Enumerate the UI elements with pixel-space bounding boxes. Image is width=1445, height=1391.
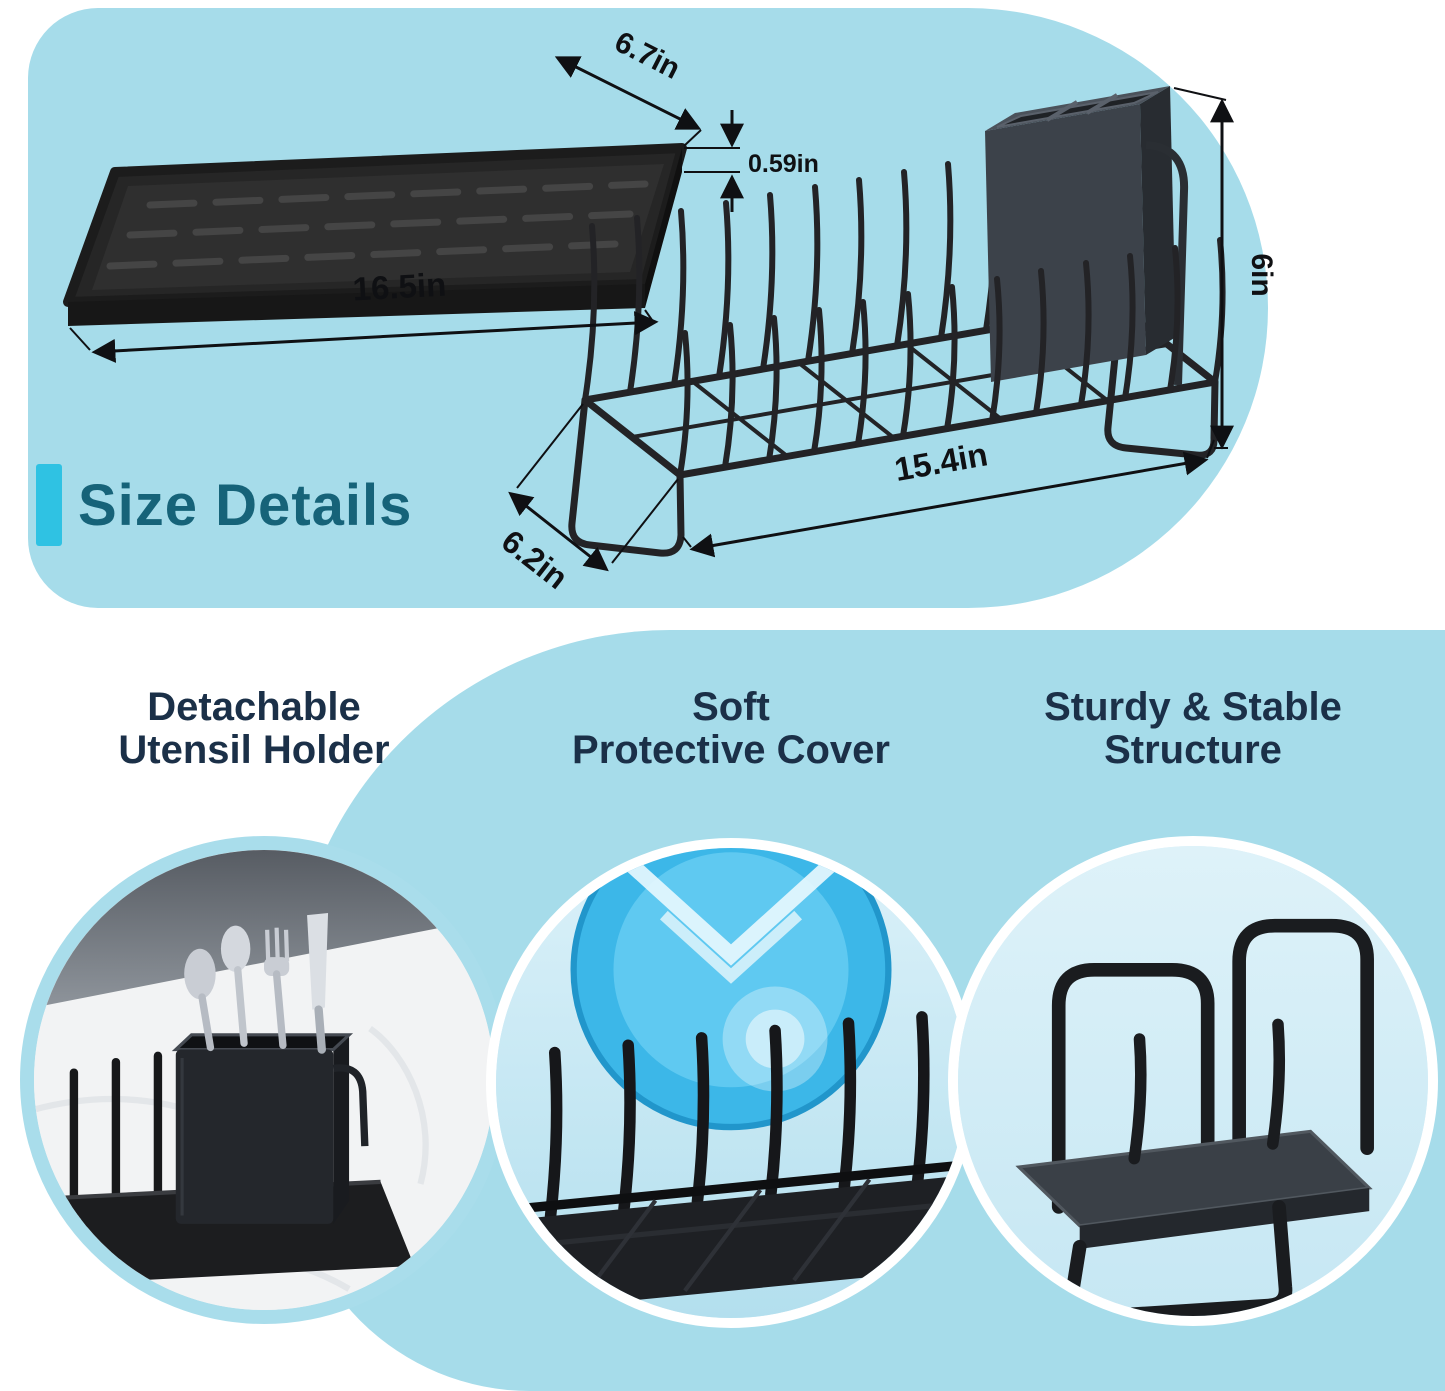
dim-label-tray-depth: 6.7in [609, 25, 685, 85]
feature-title-line: Utensil Holder [118, 728, 390, 773]
size-diagram: 6.7in 0.59in 16.5in 6in [63, 25, 1278, 596]
protective-cover-illustration [496, 848, 966, 1318]
feature-photo-sturdy-structure [948, 836, 1438, 1326]
utensil-holder-hook [1145, 141, 1189, 386]
tray-inner-surface [92, 164, 664, 290]
utensil-cup-hook [332, 1064, 369, 1147]
dim-label-rack-length: 15.4in [892, 435, 991, 488]
drainboard-tray [63, 143, 687, 326]
spoon-handle [234, 966, 248, 1047]
utensil-cup-top [171, 1033, 354, 1052]
fork-handle [272, 970, 287, 1050]
wire-prongs [1128, 1018, 1286, 1165]
wire-hoop-back [1051, 962, 1215, 1214]
plate-chevron [614, 848, 848, 966]
feature-title-soft-protective-cover: Soft Protective Cover [507, 685, 955, 773]
feature-title-line: Structure [1104, 728, 1282, 773]
dim-label-tray-length: 16.5in [352, 266, 447, 308]
wire-structure-illustration [958, 846, 1428, 1316]
fork-icon [265, 927, 290, 962]
rack-prongs-illustration [544, 1011, 930, 1223]
base-platform-front [1079, 1188, 1370, 1249]
background-wall [34, 850, 494, 1008]
spoon-icon [220, 925, 251, 972]
feature-title-sturdy-stable-structure: Sturdy & Stable Structure [958, 685, 1428, 773]
utensil-holder-illustration [34, 850, 494, 1310]
feature-title-line: Sturdy & Stable [1044, 685, 1342, 729]
feature-photo-utensil-holder [20, 836, 508, 1324]
knife-handle [314, 1005, 326, 1054]
fork-neck [264, 957, 290, 977]
dim-tray-depth: 6.7in [554, 25, 702, 147]
wire-hoop-front [1232, 918, 1374, 1174]
dim-tray-length: 16.5in [69, 266, 659, 363]
plate-chevron [659, 910, 803, 984]
dim-rack-height: 6in [1173, 87, 1278, 450]
accent-bar [36, 464, 62, 546]
knife-icon [307, 913, 329, 1010]
size-details-heading: Size Details [36, 464, 412, 546]
spoon-icon [184, 948, 216, 1000]
spoon-handle [198, 993, 215, 1052]
utensil-cup-front [175, 1049, 334, 1224]
dim-label-rack-height: 6in [1245, 253, 1278, 296]
feature-title-line: Detachable [147, 685, 361, 729]
feature-title-line: Soft [692, 685, 770, 729]
base-platform [1015, 1129, 1373, 1249]
feature-title-line: Protective Cover [572, 728, 890, 773]
rack-base-rail [496, 1160, 966, 1216]
dim-tray-thickness: 0.59in [684, 110, 819, 212]
feature-title-detachable-utensil-holder: Detachable Utensil Holder [34, 685, 474, 773]
base-platform-top [1015, 1129, 1373, 1228]
plate-illustration [570, 848, 892, 1131]
utensil-holder [985, 86, 1189, 386]
rack-front-prongs [677, 237, 1226, 478]
photo-background [958, 846, 1428, 1316]
tray-right-face [645, 148, 682, 308]
utensil-cup [171, 1033, 369, 1224]
dish-rack [568, 86, 1226, 557]
feature-photo-protective-cover [486, 838, 976, 1328]
utensil-holder-side [1140, 86, 1176, 355]
rack-wires [48, 1051, 264, 1266]
utensil-holder-dividers [1045, 93, 1119, 122]
dim-label-tray-thickness: 0.59in [748, 150, 819, 178]
cutlery-illustration [184, 913, 329, 1054]
size-details-title: Size Details [78, 472, 413, 538]
dim-rack-length: 15.4in [682, 435, 1215, 558]
tray-grooves [106, 180, 649, 270]
utensil-holder-front [985, 104, 1146, 382]
dimension-annotations: 6.7in 0.59in 16.5in 6in [69, 25, 1278, 596]
utensil-cup-side [333, 1034, 350, 1224]
